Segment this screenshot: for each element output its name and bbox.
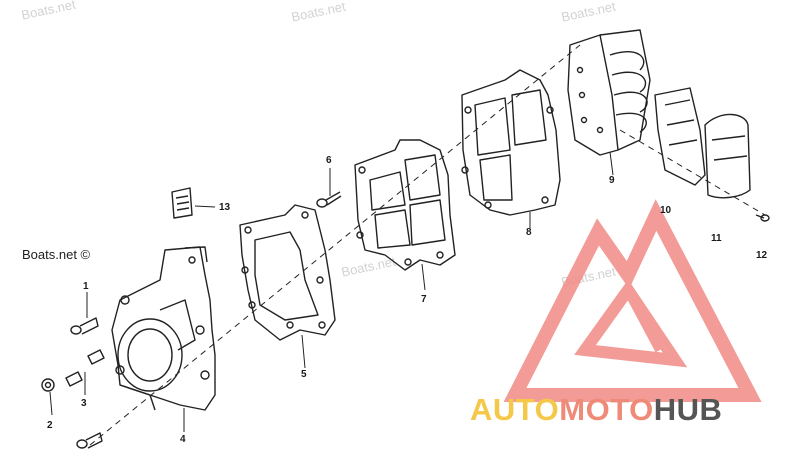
logo-word-moto: MOTO: [559, 392, 654, 427]
callout-4: 4: [180, 434, 186, 445]
part-9-reed-plate: [567, 29, 651, 156]
part-13-decal: [171, 187, 193, 219]
part-12-screw: [755, 214, 770, 222]
callout-1: 1: [83, 281, 89, 292]
callout-6: 6: [326, 155, 332, 166]
part-4-adapter-housing: [111, 246, 216, 411]
logo-triangle: [503, 199, 762, 402]
callout-13: 13: [219, 202, 231, 213]
part-7-reed-block: [354, 139, 456, 271]
callout-7: 7: [421, 294, 427, 305]
part-6-screw: [316, 191, 342, 208]
part-8-gasket: [461, 69, 561, 216]
callout-11: 11: [711, 233, 722, 244]
callout-12: 12: [756, 250, 768, 261]
lower-screw: [76, 432, 103, 449]
callout-2: 2: [47, 420, 53, 431]
part-2-fitting: [41, 378, 55, 392]
logo-word-hub: HUB: [653, 392, 723, 427]
callout-10: 10: [660, 205, 672, 216]
callout-3: 3: [81, 398, 87, 409]
part-11-reed-petals: [704, 113, 751, 199]
logo-word-auto: AUTO: [470, 392, 560, 427]
automotohub-logo: AUTOMOTOHUB: [470, 392, 722, 428]
part-1-screw: [70, 317, 99, 335]
part-3-pins: [65, 349, 105, 387]
part-5-gasket: [239, 204, 336, 341]
callout-9: 9: [609, 175, 615, 186]
site-label: Boats.net ©: [22, 247, 91, 262]
callout-8: 8: [526, 227, 532, 238]
callout-5: 5: [301, 369, 307, 380]
part-10-stop-plate: [654, 87, 706, 186]
